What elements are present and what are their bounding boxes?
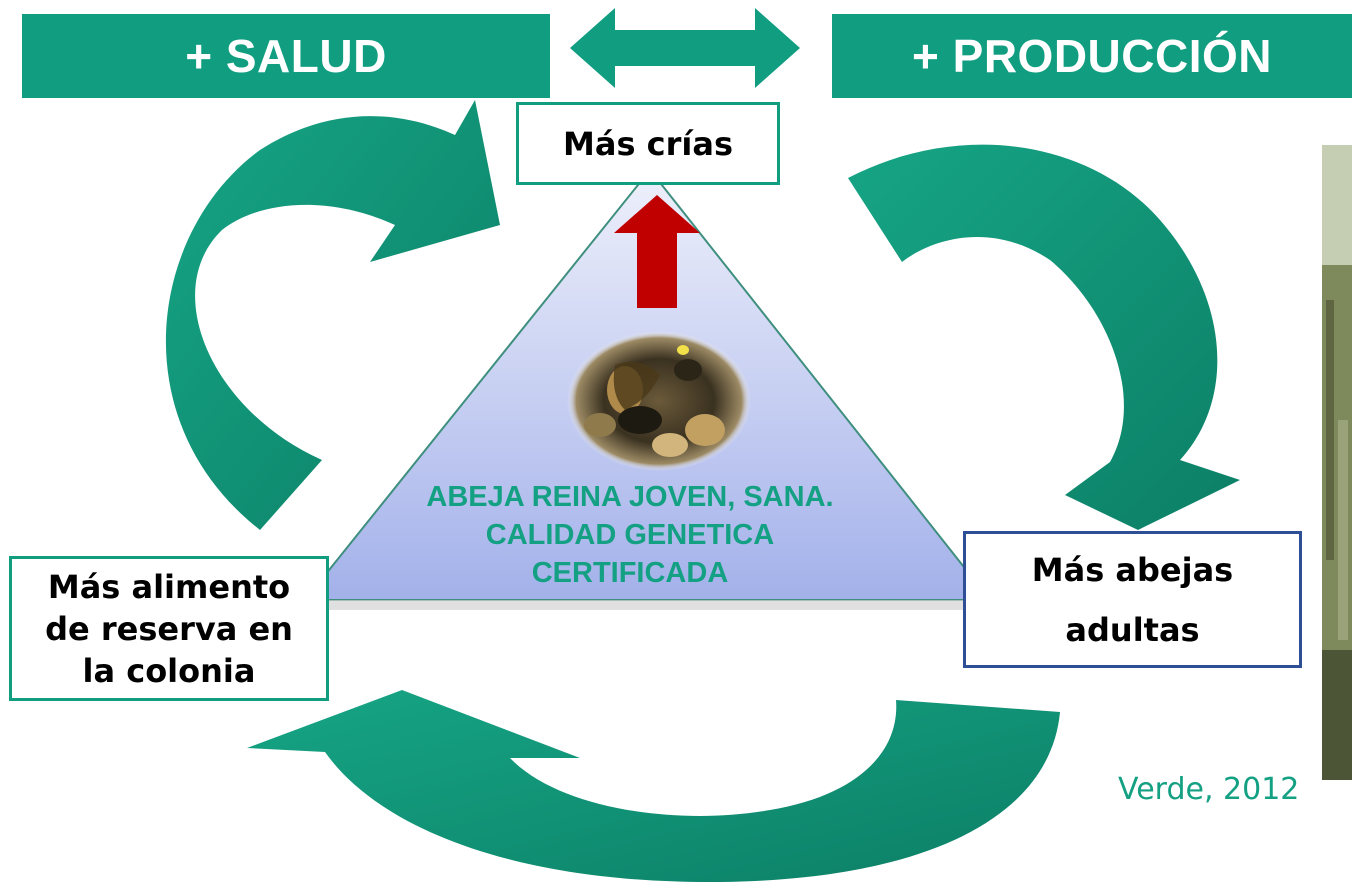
mas-crias-label: Más crías bbox=[563, 124, 733, 163]
citation-text: Verde, 2012 bbox=[1118, 772, 1300, 807]
box-mas-alimento: Más alimento de reserva en la colonia bbox=[9, 556, 329, 701]
box-mas-crias: Más crías bbox=[516, 102, 780, 185]
mas-abejas-label: Más abejas adultas bbox=[1031, 550, 1234, 649]
banner-produccion-label: + PRODUCCIÓN bbox=[912, 30, 1272, 82]
queen-description: ABEJA REINA JOVEN, SANA. CALIDAD GENETIC… bbox=[426, 481, 834, 589]
cycle-arrow-bottom bbox=[247, 690, 1060, 883]
box-mas-abejas: Más abejas adultas bbox=[963, 531, 1302, 668]
banner-salud-label: + SALUD bbox=[185, 30, 387, 82]
queen-bee-photo bbox=[567, 331, 751, 471]
cycle-arrow-right bbox=[848, 144, 1240, 530]
up-arrow-icon bbox=[614, 195, 700, 308]
triangle-shadow bbox=[305, 600, 990, 610]
banner-salud: + SALUD bbox=[22, 14, 550, 98]
background-photo-strip bbox=[1322, 145, 1352, 780]
banner-produccion: + PRODUCCIÓN bbox=[832, 14, 1352, 98]
cycle-arrow-left bbox=[165, 100, 500, 530]
mas-alimento-label: Más alimento de reserva en la colonia bbox=[45, 567, 293, 690]
double-arrow-icon bbox=[570, 8, 800, 88]
